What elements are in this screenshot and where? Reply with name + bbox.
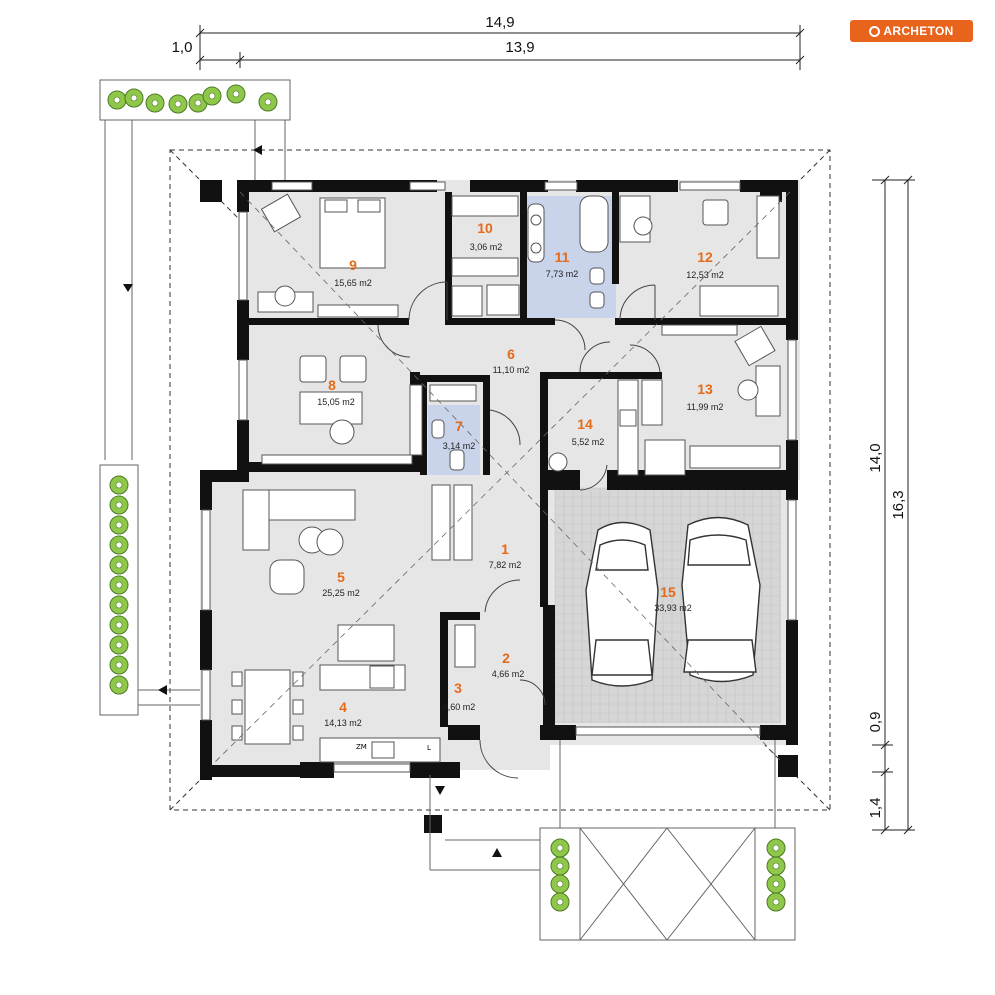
shrub-center: [115, 681, 123, 689]
shrub-center: [772, 862, 780, 870]
dimension-lines: [195, 25, 915, 835]
room-number: 5: [337, 569, 345, 585]
shrub-center: [264, 98, 272, 106]
shrub-center: [208, 92, 216, 100]
room-number: 11: [555, 249, 570, 265]
hedges: [107, 84, 786, 912]
bathtub: [579, 195, 609, 253]
dim-offset-left: 1,0: [172, 39, 193, 56]
room-number: 4: [339, 699, 347, 715]
plan-diagonals: [214, 191, 791, 763]
room-area: 15,65 m2: [334, 278, 372, 288]
shrub-center: [115, 501, 123, 509]
room-number: 14: [577, 416, 593, 432]
room-area: 7,73 m2: [546, 269, 579, 279]
dim-depth-total: 16,3: [890, 490, 907, 519]
shrub-center: [556, 844, 564, 852]
dim-depth-step-b: 1,4: [867, 798, 884, 819]
shrub-center: [151, 99, 159, 107]
shrub-center: [115, 621, 123, 629]
dim-overall-width: 14,9: [485, 14, 514, 31]
room-area: 25,25 m2: [322, 588, 360, 598]
dim-depth-step-a: 0,9: [867, 712, 884, 733]
room-area: 12,53 m2: [686, 270, 724, 280]
walls: [200, 180, 798, 833]
shrub-center: [556, 862, 564, 870]
room-number: 3: [454, 680, 462, 696]
room-number: 8: [328, 377, 336, 393]
room-area: 11,99 m2: [687, 402, 724, 412]
room-area: 33,93 m2: [654, 603, 692, 613]
dining-table: [244, 669, 291, 745]
shrub-center: [115, 561, 123, 569]
shrub-center: [556, 898, 564, 906]
shrub-center: [556, 880, 564, 888]
shrub-center: [772, 880, 780, 888]
shrub-center: [232, 90, 240, 98]
shrub-center: [115, 641, 123, 649]
room-area: 15,05 m2: [317, 397, 355, 407]
entrance-arrows: [123, 145, 502, 857]
shrub-center: [772, 844, 780, 852]
room-area: 11,10 m2: [493, 365, 530, 375]
room-number: 6: [507, 346, 515, 362]
garage-cars: [585, 516, 761, 687]
room-area: 7,82 m2: [489, 560, 522, 570]
windows: [201, 181, 797, 773]
room-number: 9: [349, 257, 357, 273]
room-number: 2: [502, 650, 510, 666]
shrub-center: [113, 96, 121, 104]
room-number: 7: [455, 418, 463, 434]
room-area: 3,06 m2: [470, 242, 503, 252]
room-area: 5,52 m2: [572, 437, 605, 447]
terrace-paths: [99, 79, 796, 941]
shrub-center: [772, 898, 780, 906]
room-area: 3,14 m2: [443, 441, 476, 451]
room-number: 15: [660, 584, 676, 600]
shrub-center: [115, 541, 123, 549]
oven-label: L: [427, 744, 431, 752]
shrub-center: [130, 94, 138, 102]
room-number: 10: [477, 220, 493, 236]
archeton-logo: ARCHETON: [850, 20, 973, 42]
room-number: 12: [697, 249, 713, 265]
room-area: 0,60 m2: [443, 702, 476, 712]
shrub-center: [115, 661, 123, 669]
room-labels: 1 7,82 m2 2 4,66 m2 3 0,60 m2 4 14,13 m2…: [317, 220, 724, 728]
shrub-center: [115, 601, 123, 609]
shrub-center: [115, 581, 123, 589]
shrub-center: [194, 99, 202, 107]
dim-inner-width: 13,9: [505, 39, 534, 56]
logo-text: ARCHETON: [883, 24, 954, 38]
room-number: 13: [697, 381, 713, 397]
furniture: [231, 193, 781, 763]
shrub-center: [115, 521, 123, 529]
fridge-label: ZM: [356, 743, 367, 751]
room-number: 1: [501, 541, 509, 557]
shrub-center: [115, 481, 123, 489]
dim-depth-main: 14,0: [867, 443, 884, 472]
room-area: 14,13 m2: [324, 718, 362, 728]
room-area: 4,66 m2: [492, 669, 525, 679]
shrub-center: [174, 100, 182, 108]
